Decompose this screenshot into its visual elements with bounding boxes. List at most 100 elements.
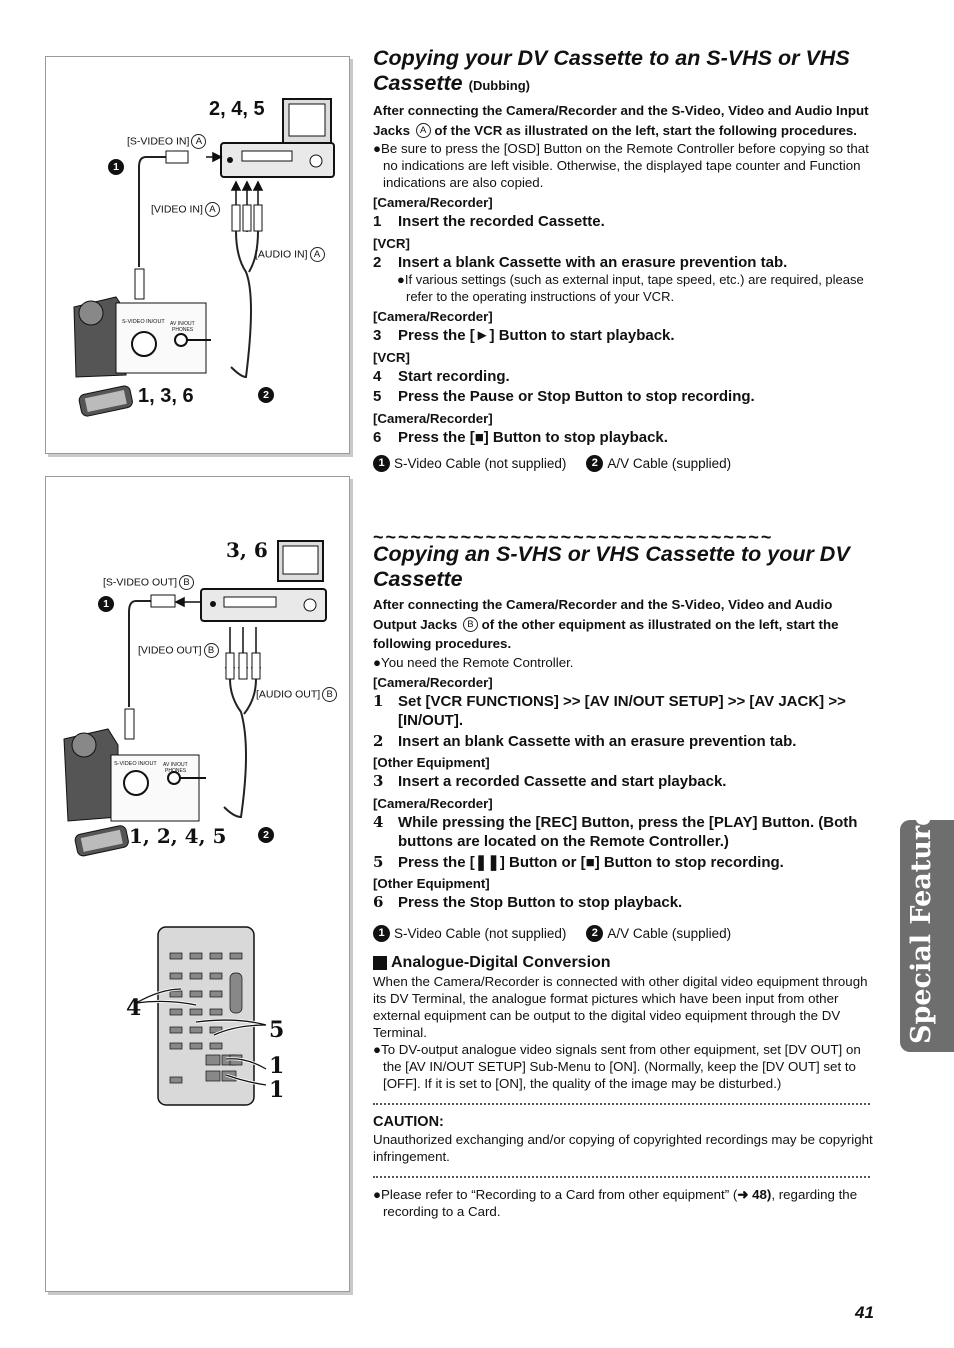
step-text: Insert a blank Cassette with an erasure … <box>398 253 788 271</box>
section1-bullet: ●Be sure to press the [OSD] Button on th… <box>373 141 869 190</box>
section-dv-to-vhs: Copying your DV Cassette to an S-VHS or … <box>373 46 873 472</box>
tv-illustration <box>277 540 324 582</box>
diagram-input-graphics <box>63 540 327 1106</box>
caution-title: CAUTION: <box>373 1114 444 1130</box>
remote-callout-4: 4 <box>126 995 142 1021</box>
device-heading: [VCR] <box>373 235 410 251</box>
connection-diagram-output: 2, 4, 5 1, 3, 6 [S-VIDEO IN]A [VIDEO IN]… <box>45 56 350 454</box>
step-item: 4 While pressing the [REC] Button, press … <box>373 813 873 852</box>
step-text: Press the [❚❚] Button or [■] Button to s… <box>398 853 784 871</box>
remote-callout-1a: 1 <box>269 1053 285 1079</box>
step-callout-bottom: 1, 3, 6 <box>138 385 194 407</box>
step-number: 4 <box>373 812 384 831</box>
analogue-section: Analogue-Digital Conversion When the Cam… <box>373 953 873 1220</box>
remote-callout-5: 5 <box>269 1017 285 1043</box>
cable-number-2: 2 <box>258 387 274 403</box>
step-number: 3 <box>373 327 382 344</box>
svideo-label: [S-VIDEO IN]A <box>127 134 207 149</box>
cable-number-1: 1 <box>98 596 114 612</box>
audio-label: [AUDIO OUT]B <box>256 687 338 702</box>
step-text: Set [VCR FUNCTIONS] >> [AV IN/OUT SETUP]… <box>398 692 846 730</box>
step-number: 2 <box>373 253 382 271</box>
tv-illustration <box>282 98 332 144</box>
analogue-bullet: ●To DV-output analogue video signals sen… <box>373 1042 861 1091</box>
step-text: Insert the recorded Cassette. <box>398 213 605 230</box>
section1-steps: [Camera/Recorder] 1 Insert the recorded Ca… <box>373 195 873 447</box>
step-item: 2 Insert a blank Cassette with an erasure… <box>373 253 873 273</box>
av-jack-label: AV IN/OUT <box>170 321 195 327</box>
step-text: Insert an blank Cassette with an erasure… <box>398 732 797 750</box>
svideo-label: [S-VIDEO OUT]B <box>103 575 195 590</box>
camcorder-illustration <box>63 728 206 822</box>
dotted-divider <box>373 1176 870 1178</box>
step-text: Start recording. <box>398 367 510 385</box>
step-number: 3 <box>373 772 384 790</box>
device-heading: [Camera/Recorder] <box>373 195 493 210</box>
section1-intro: After connecting the Camera/Recorder and… <box>373 103 869 139</box>
step-item: 3 Insert a recorded Cassette and start pl… <box>373 772 873 792</box>
step-number: 1 <box>373 213 382 230</box>
video-label: [VIDEO IN]A <box>151 202 220 217</box>
analogue-title: Analogue-Digital Conversion <box>373 953 873 973</box>
remote-illustration <box>74 825 129 857</box>
video-label: [VIDEO OUT]B <box>138 643 219 658</box>
step-callout-top: 2, 4, 5 <box>209 98 265 120</box>
refer-note: ●Please refer to “Recording to a Card fr… <box>373 1187 858 1219</box>
step-item: 5 Press the [❚❚] Button or [■] Button to … <box>373 853 873 873</box>
av-jack-label: AV IN/OUT <box>163 762 188 768</box>
page-number: 41 <box>855 1303 874 1322</box>
step-callout-top: 3, 6 <box>226 538 268 562</box>
step-text: While pressing the [REC] Button, press t… <box>398 813 858 851</box>
cable-number-1: 1 <box>108 159 124 175</box>
vcr-illustration <box>200 588 327 622</box>
step-text: Press the Pause or Stop Button to stop r… <box>398 388 755 405</box>
step-number: 4 <box>373 367 382 385</box>
remote-illustration <box>78 385 133 417</box>
audio-label: [AUDIO IN]A <box>255 247 325 262</box>
section2-bullet: ●You need the Remote Controller. <box>373 654 574 670</box>
step-item: 1 Insert the recorded Cassette. <box>373 212 873 232</box>
step-item: 1 Set [VCR FUNCTIONS] >> [AV IN/OUT SETUP… <box>373 692 873 731</box>
caution-text: Unauthorized exchanging and/or copying o… <box>373 1132 873 1164</box>
section2-title: Copying an S-VHS or VHS Cassette to your… <box>373 542 850 591</box>
device-heading: [Camera/Recorder] <box>373 309 493 324</box>
step-number: 5 <box>373 388 382 405</box>
section-separator: ~~~~~~~~~~~~~~~~~~~~~~~~~~~~~~~~ <box>373 527 774 547</box>
step-number: 6 <box>373 428 382 446</box>
svideo-jack-label: S-VIDEO IN/OUT <box>122 319 165 325</box>
device-heading: [Camera/Recorder] <box>373 795 493 811</box>
step-number: 6 <box>373 893 384 911</box>
step-number: 1 <box>373 691 384 710</box>
remote-callout-1b: 1 <box>269 1077 285 1103</box>
connection-diagram-input: 3, 6 1, 2, 4, 5 [S-VIDEO OUT]B [VIDEO OU… <box>45 476 350 1292</box>
section1-title: Copying your DV Cassette to an S-VHS or … <box>373 46 850 95</box>
device-heading: [Camera/Recorder] <box>373 674 493 690</box>
side-tab: Special Features <box>900 794 954 1052</box>
step-note: ●If various settings (such as external i… <box>397 272 864 304</box>
step-number: 2 <box>373 731 384 750</box>
phones-label: PHONES <box>165 768 187 774</box>
step-number: 5 <box>373 852 384 871</box>
cable-number-2: 2 <box>258 827 274 843</box>
step-text: Insert a recorded Cassette and start pla… <box>398 773 727 790</box>
vcr-illustration <box>220 142 335 178</box>
phones-label: PHONES <box>172 327 194 333</box>
device-heading: [VCR] <box>373 349 410 365</box>
remote-controller-large <box>135 926 267 1106</box>
section-vhs-to-dv: Copying an S-VHS or VHS Cassette to your… <box>373 542 873 942</box>
step-item: 5 Press the Pause or Stop Button to stop … <box>373 387 873 407</box>
svideo-jack-label: S-VIDEO IN/OUT <box>114 761 157 767</box>
step-callout-bottom: 1, 2, 4, 5 <box>129 824 227 848</box>
device-heading: [Camera/Recorder] <box>373 410 493 426</box>
device-heading: [Other Equipment] <box>373 755 490 770</box>
analogue-paragraph: When the Camera/Recorder is connected wi… <box>373 974 868 1040</box>
